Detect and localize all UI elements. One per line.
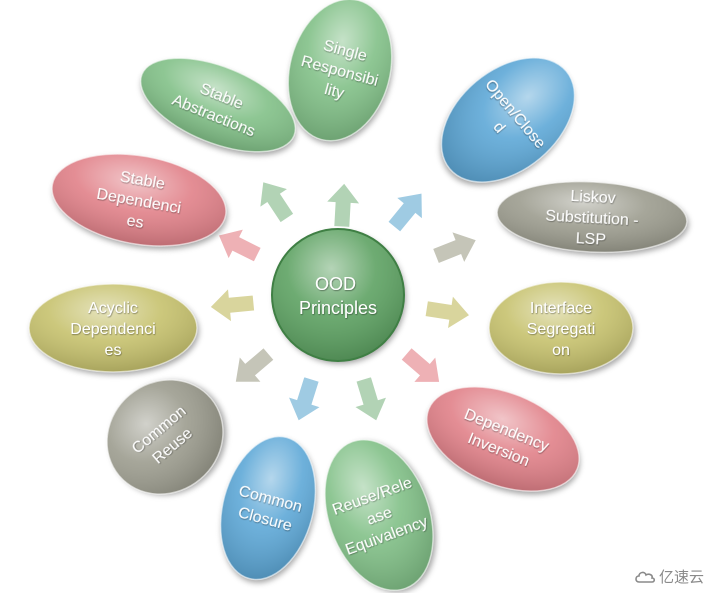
arrow-shape-stable-dependencies	[217, 228, 262, 263]
arrow-shape-common-reuse	[234, 346, 275, 383]
arrow-acyclic-dependencies	[209, 287, 256, 324]
petal-label-line-acyclic-dependencies-2: Dependenci	[70, 321, 155, 338]
petal-label-line-interface-segregation-2: Segregati	[527, 321, 596, 338]
petal-rim-interface-segregation	[488, 281, 634, 375]
center-hub-ring	[271, 228, 405, 362]
arrows-layer	[209, 181, 478, 422]
petal-gloss-liskov-substitution	[497, 181, 687, 253]
arrow-shape-common-closure	[287, 375, 322, 422]
petal-stable-abstractions: StableAbstractions	[139, 57, 297, 153]
watermark-text: 亿速云	[658, 568, 704, 586]
arrow-shape-acyclic-dependencies	[209, 287, 256, 324]
arrow-stable-abstractions	[259, 181, 295, 224]
arrow-stable-dependencies	[217, 228, 262, 263]
arrow-common-closure	[287, 375, 322, 422]
petal-rim-common-reuse	[106, 379, 224, 495]
center-hub-gloss	[272, 229, 404, 361]
center-hub: OOD Principles	[271, 228, 405, 362]
petal-common-reuse: CommonReuse	[106, 379, 224, 495]
petal-rim-open-closed	[440, 57, 576, 183]
petal-rim-dependency-inversion	[426, 386, 580, 492]
petal-rim-stable-dependencies	[51, 153, 227, 247]
arrow-shape-reuse-release-equivalency	[353, 375, 388, 422]
arrow-liskov-substitution	[431, 230, 478, 265]
petal-stable-dependencies: StableDependencies	[51, 153, 227, 247]
petal-single-responsibility: SingleResponsibility	[287, 0, 393, 142]
petal-gloss-stable-abstractions	[140, 58, 296, 152]
arrow-common-reuse	[234, 346, 275, 383]
petal-gloss-reuse-release-equivalency	[324, 439, 434, 591]
petal-gloss-single-responsibility	[288, 0, 392, 141]
center-label-line-2: Principles	[299, 298, 377, 318]
petal-label-line-single-responsibility-3: lity	[323, 81, 346, 102]
petal-label-line-stable-dependencies-3: es	[125, 212, 145, 232]
arrow-shape-interface-segregation	[424, 294, 471, 331]
petal-label-line-liskov-substitution-1: Liskov	[570, 188, 616, 207]
petal-gloss-common-reuse	[107, 379, 223, 495]
arrow-shape-stable-abstractions	[259, 181, 295, 224]
petal-rim-acyclic-dependencies	[28, 283, 198, 373]
petal-label-line-acyclic-dependencies-3: es	[105, 342, 122, 359]
petal-label-line-acyclic-dependencies-1: Acyclic	[88, 300, 138, 317]
petal-label-line-liskov-substitution-3: LSP	[575, 230, 606, 249]
petal-gloss-common-closure	[220, 436, 316, 580]
petal-rim-reuse-release-equivalency	[324, 438, 434, 592]
petal-gloss-open-closed	[441, 57, 575, 183]
arrow-shape-dependency-inversion	[400, 346, 441, 383]
petal-gloss-dependency-inversion	[426, 386, 580, 492]
petal-label-line-interface-segregation-3: on	[552, 342, 570, 359]
petal-gloss-acyclic-dependencies	[29, 284, 197, 372]
arrow-reuse-release-equivalency	[353, 375, 388, 422]
petal-rim-common-closure	[219, 435, 317, 581]
petal-liskov-substitution: LiskovSubstitution -LSP	[496, 180, 688, 254]
petal-label-liskov-substitution: LiskovSubstitution -LSP	[544, 187, 640, 251]
cloud-logo-icon	[635, 571, 656, 583]
arrow-shape-single-responsibility	[325, 182, 362, 228]
arrow-shape-open-closed	[387, 192, 423, 233]
petal-gloss-stable-dependencies	[52, 154, 226, 246]
arrow-single-responsibility	[325, 182, 362, 228]
petal-gloss-interface-segregation	[489, 282, 633, 374]
arrow-shape-liskov-substitution	[431, 230, 478, 265]
center-label-line-1: OOD	[315, 274, 356, 294]
petal-label-line-interface-segregation-1: Interface	[530, 300, 592, 317]
arrow-interface-segregation	[424, 294, 471, 331]
petal-rim-single-responsibility	[287, 0, 393, 142]
petal-open-closed: Open/Closed	[440, 57, 576, 183]
arrow-open-closed	[387, 192, 423, 233]
petal-reuse-release-equivalency: Reuse/ReleaseEquivalency	[324, 438, 434, 592]
arrow-dependency-inversion	[400, 346, 441, 383]
petal-common-closure: CommonClosure	[219, 435, 317, 581]
petal-label-line-liskov-substitution-2: Substitution -	[545, 208, 639, 230]
svg-text:OOD Principles: OOD Principles	[299, 274, 377, 318]
petal-rim-liskov-substitution	[496, 180, 688, 254]
watermark: 亿速云	[634, 566, 704, 587]
petal-dependency-inversion: DependencyInversion	[426, 386, 580, 492]
